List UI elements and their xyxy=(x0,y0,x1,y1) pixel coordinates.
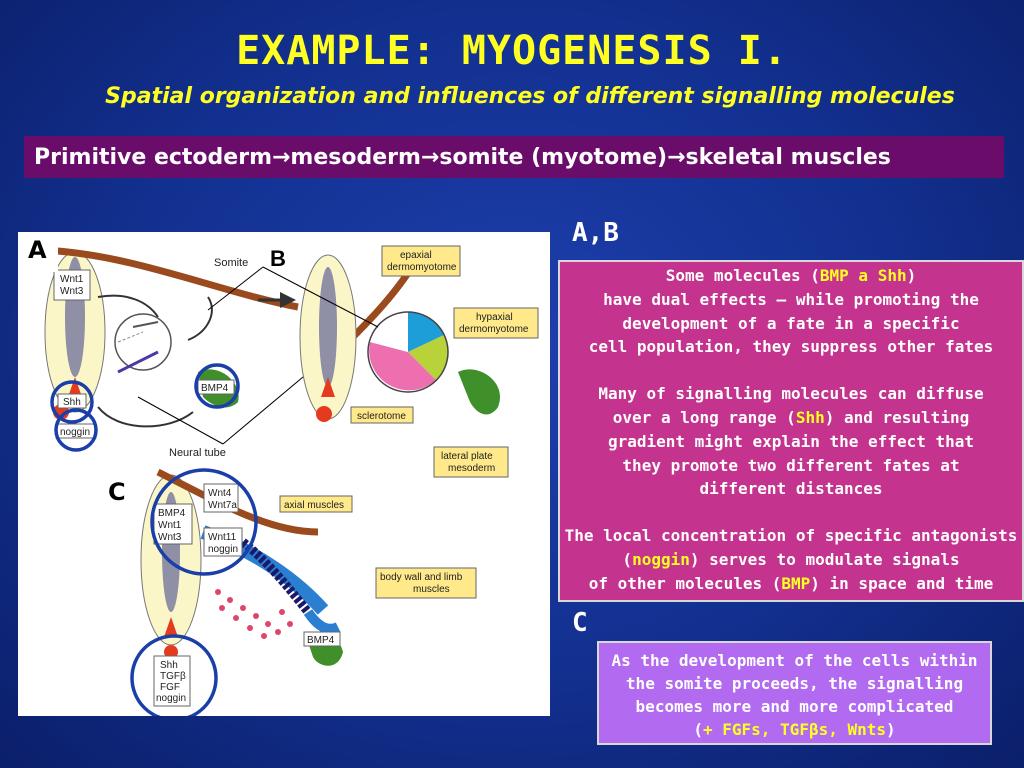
svg-text:BMP4: BMP4 xyxy=(307,635,335,646)
floor-plate-a xyxy=(68,377,82,397)
label-bmp4-a: BMP4 xyxy=(201,383,229,394)
myogenesis-figure: Wnt1 Wnt3 Shh noggin BMP4 Somite Neural … xyxy=(18,232,550,716)
panel-ab-label: A,B xyxy=(572,218,619,248)
highlight-circle-bmp4 xyxy=(194,363,240,409)
svg-text:Wnt7a: Wnt7a xyxy=(208,500,237,511)
somite-pie-b xyxy=(367,311,449,393)
slide-title: EXAMPLE: MYOGENESIS I. xyxy=(236,28,788,74)
label-somite: Somite xyxy=(214,257,248,269)
highlight-circle-c-top xyxy=(150,468,258,576)
label-shh-a: Shh xyxy=(63,397,81,408)
svg-text:muscles: muscles xyxy=(413,584,450,595)
slide-subtitle: Spatial organization and influences of d… xyxy=(105,84,955,109)
figure-label-c: C xyxy=(108,478,126,506)
figure-label-a: A xyxy=(18,232,58,272)
svg-text:sclerotome: sclerotome xyxy=(357,411,406,422)
svg-text:mesoderm: mesoderm xyxy=(448,463,495,474)
ab-explanation-box: Some molecules (BMP a Shh) have dual eff… xyxy=(558,260,1024,602)
c-explanation-box: As the development of the cells within t… xyxy=(597,641,992,745)
svg-text:body wall and limb: body wall and limb xyxy=(380,572,463,583)
svg-text:lateral plate: lateral plate xyxy=(441,451,493,462)
lineage-banner: Primitive ectoderm→mesoderm→somite (myot… xyxy=(24,136,1004,178)
svg-text:dermomyotome: dermomyotome xyxy=(387,262,457,273)
svg-text:Shh: Shh xyxy=(160,660,178,671)
svg-text:FGF: FGF xyxy=(160,682,180,693)
label-noggin-a: noggin xyxy=(60,427,90,438)
svg-text:Wnt1: Wnt1 xyxy=(158,520,182,531)
svg-text:TGFβ: TGFβ xyxy=(160,671,186,682)
svg-text:BMP4: BMP4 xyxy=(158,508,186,519)
panel-c-label: C xyxy=(572,608,588,638)
somite-a xyxy=(114,313,172,371)
svg-text:epaxial: epaxial xyxy=(400,250,432,261)
highlight-circle-noggin xyxy=(54,408,98,452)
svg-text:hypaxial: hypaxial xyxy=(476,312,513,323)
svg-text:Wnt3: Wnt3 xyxy=(158,532,182,543)
svg-text:Wnt4: Wnt4 xyxy=(208,488,232,499)
svg-text:noggin: noggin xyxy=(156,693,186,704)
migrating-cells xyxy=(215,589,293,639)
highlight-circle-shh xyxy=(50,380,94,424)
lateral-plate-shape xyxy=(458,369,500,415)
svg-text:noggin: noggin xyxy=(208,544,238,555)
label-neural-tube: Neural tube xyxy=(169,447,226,459)
highlight-circle-c-bottom xyxy=(130,634,218,716)
svg-text:Wnt11: Wnt11 xyxy=(208,532,237,543)
label-b: B xyxy=(270,246,286,271)
svg-text:axial muscles: axial muscles xyxy=(284,500,344,511)
figure-drawing: Wnt1 Wnt3 Shh noggin BMP4 Somite Neural … xyxy=(37,245,539,716)
label-wnt3: Wnt3 xyxy=(60,286,84,297)
svg-text:dermomyotome: dermomyotome xyxy=(459,324,529,335)
label-wnt1: Wnt1 xyxy=(60,274,84,285)
